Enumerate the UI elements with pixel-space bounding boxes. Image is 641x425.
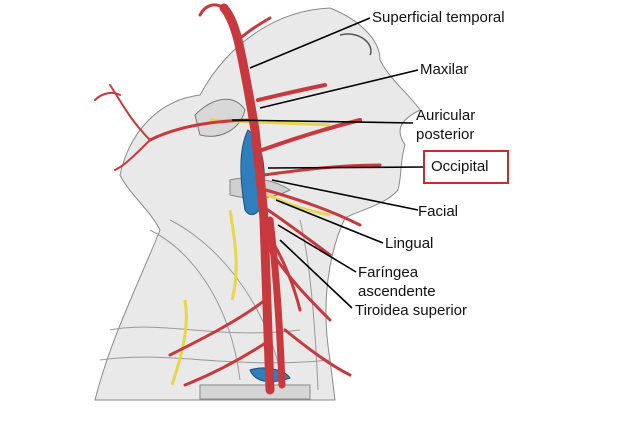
nerve-branches <box>170 118 331 386</box>
label-faringea-line1: Faríngea <box>358 264 419 281</box>
label-lingual: Lingual <box>385 235 434 252</box>
label-auricular-line1: Auricular <box>416 107 476 124</box>
label-occipital: Occipital <box>431 158 489 175</box>
label-superficial-temporal: Superficial temporal <box>372 9 505 26</box>
label-tiroidea-superior: Tiroidea superior <box>355 302 467 319</box>
label-faringea-line2: ascendente <box>358 283 436 300</box>
leader-lines <box>231 17 424 309</box>
label-auricular-line2: posterior <box>416 126 475 143</box>
label-facial: Facial <box>418 203 459 220</box>
occipital-highlight-box: Occipital <box>423 150 509 184</box>
artery-tree <box>94 3 382 395</box>
label-maxilar: Maxilar <box>420 61 469 78</box>
